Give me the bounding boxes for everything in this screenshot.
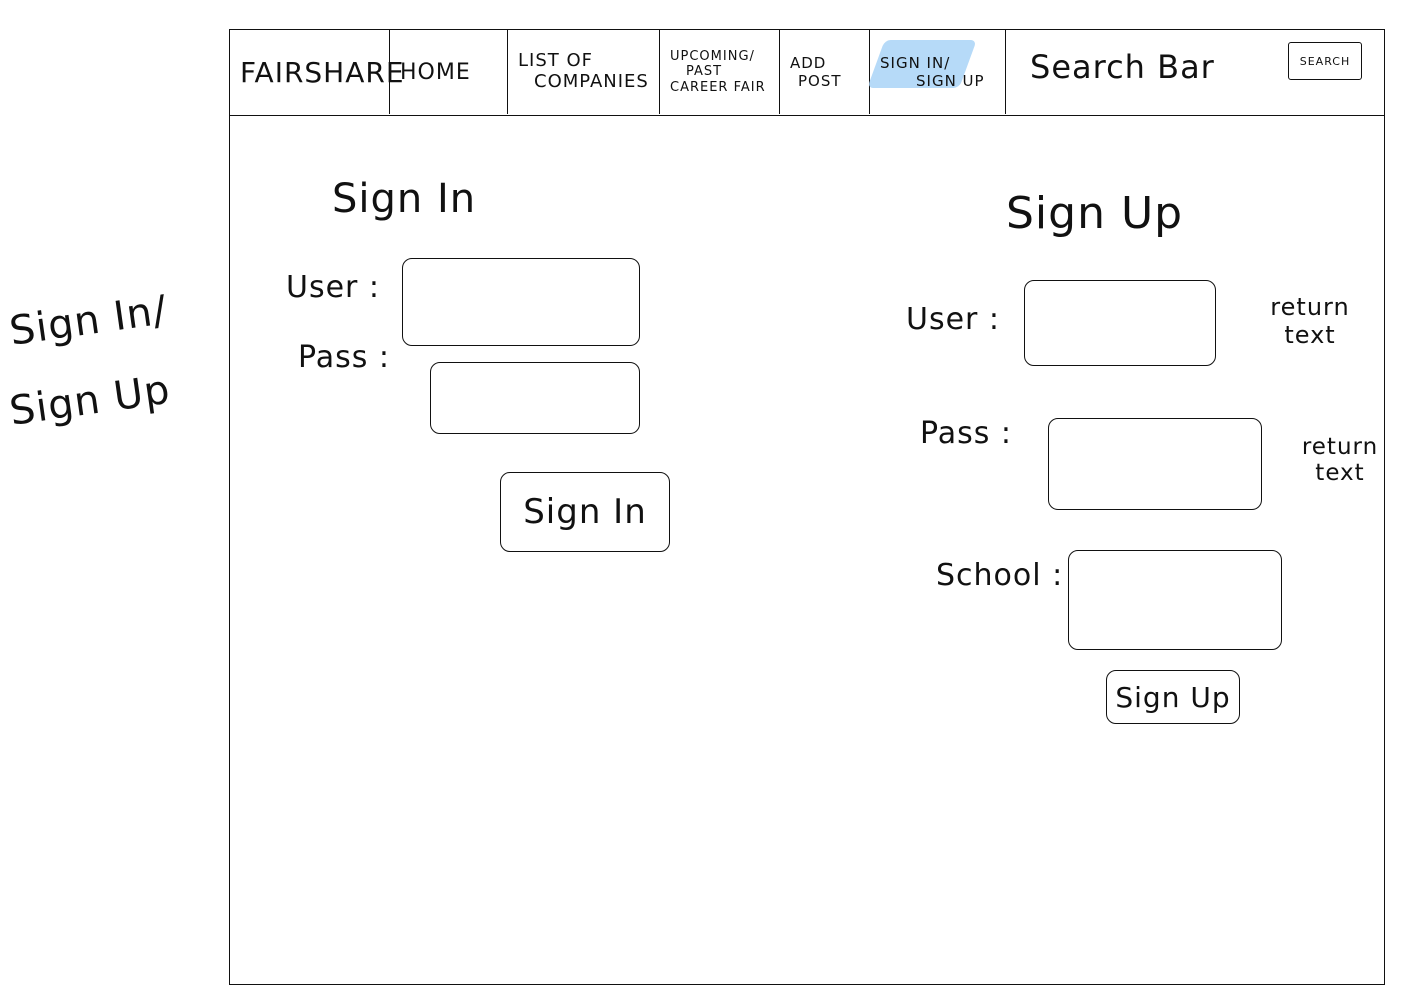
sign-up-pass-input[interactable] [1048,418,1262,510]
sign-up-user-return-text: return text [1270,293,1350,349]
sign-up-pass-label: Pass : [920,416,1013,451]
nav-add-post[interactable]: Add Post [780,30,870,114]
sign-in-user-input[interactable] [402,258,640,346]
nav-sign-in-sign-up[interactable]: Sign In/ Sign Up [867,30,1006,114]
search-area: Search Bar Search [1006,30,1384,114]
side-annotation-line2: Sign Up [6,366,174,435]
nav-home[interactable]: Home [390,30,508,114]
search-button[interactable]: Search [1288,42,1362,80]
nav-brand[interactable]: FairShare [230,30,404,114]
nav-add-line1: Add [790,54,827,72]
nav-companies-line1: List of [518,50,594,72]
page-frame: FairShare Home List of Companies Upcomin… [229,29,1385,985]
sign-in-title: Sign In [332,176,477,222]
side-annotation-line1: Sign In/ [6,287,171,355]
search-button-label: Search [1299,54,1351,68]
sign-in-user-label: User : [286,270,381,305]
nav-bar: FairShare Home List of Companies Upcomin… [230,30,1384,116]
sign-up-button[interactable]: Sign Up [1106,670,1240,724]
nav-add-line2: Post [798,72,842,90]
sign-up-school-label: School : [936,558,1064,593]
nav-career-line1: Upcoming/ [670,48,755,64]
sign-up-user-label: User : [906,302,1001,337]
sign-up-school-input[interactable] [1068,550,1282,650]
nav-home-label: Home [400,59,471,85]
sign-in-button-label: Sign In [523,492,647,532]
nav-companies-line2: Companies [534,71,649,92]
nav-career-line2: Past [686,64,723,80]
nav-career-fair[interactable]: Upcoming/ Past Career Fair [660,30,780,114]
search-input[interactable]: Search Bar [1030,48,1215,86]
nav-career-line3: Career Fair [670,79,766,95]
sign-up-user-input[interactable] [1024,280,1216,366]
sign-in-button[interactable]: Sign In [500,472,670,552]
nav-signin-line1: Sign In/ [880,54,951,72]
sign-up-pass-return-text: return text [1301,434,1379,487]
sign-up-title: Sign Up [1006,188,1184,239]
sign-in-pass-input[interactable] [430,362,640,434]
sign-up-button-label: Sign Up [1115,680,1231,714]
sign-in-pass-label: Pass : [298,340,391,375]
nav-brand-label: FairShare [240,55,405,89]
nav-list-of-companies[interactable]: List of Companies [508,30,660,114]
nav-signin-line2: Sign Up [916,72,985,90]
